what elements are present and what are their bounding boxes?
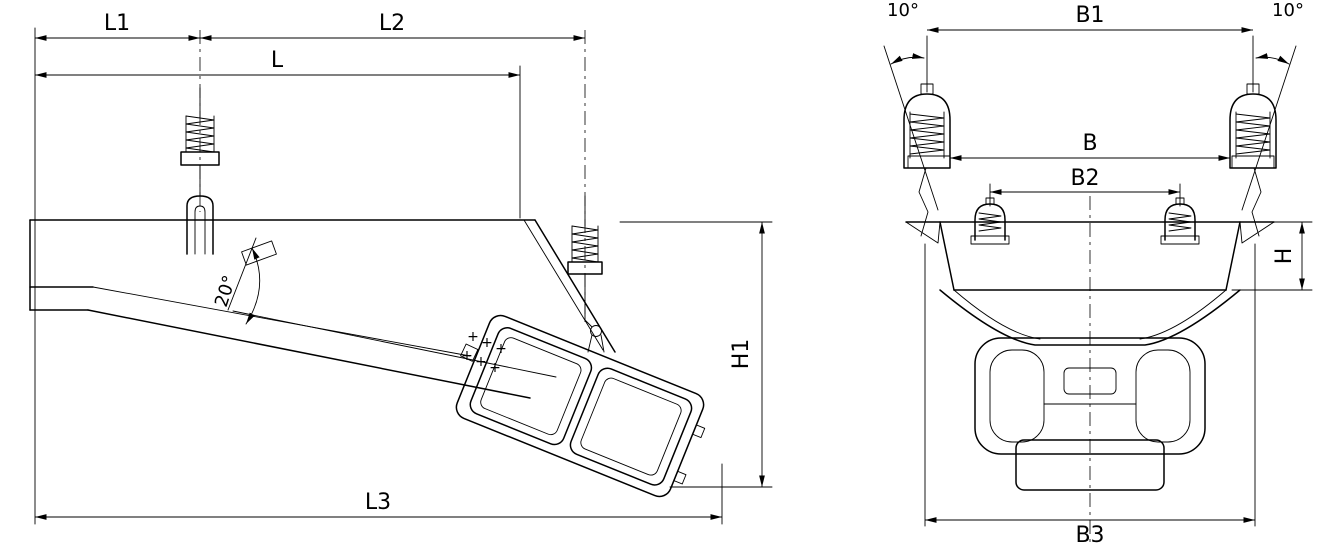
dim-label-h1: H1: [729, 339, 754, 370]
spring-coil: [571, 225, 599, 263]
callout-box: [241, 240, 277, 266]
motor-housing: [455, 314, 705, 498]
hanger-fork-outer: [186, 195, 214, 255]
hanger-spring-front: [180, 87, 220, 255]
plus-mark: +: [475, 354, 487, 370]
terminal-stud: [692, 424, 706, 439]
feeder-body-front: [905, 221, 1275, 346]
dim-label-l3: L3: [365, 490, 391, 515]
angle-annotation-10-right: 10°: [1241, 0, 1304, 211]
dim-label-b3: B3: [1075, 523, 1104, 548]
spring-block: [907, 155, 951, 169]
angle-annotation-20: 20°: [211, 237, 277, 325]
isolator-housing: [1229, 93, 1277, 169]
spring-coil: [909, 113, 945, 155]
hanger-isolator-left: [903, 83, 951, 237]
motor-housing: [974, 337, 1206, 455]
spring-coil: [1235, 113, 1271, 155]
motor-nameplate: [1063, 367, 1117, 395]
motor-lower-block: [1015, 439, 1165, 491]
motor-cover-left: [469, 327, 593, 446]
bracket-pin: [590, 325, 602, 337]
dim-label-b2: B2: [1070, 166, 1099, 191]
angle-annotation-10-left: 10°: [883, 0, 939, 211]
angle-label-20: 20°: [211, 273, 241, 310]
plus-marks: + + + + + +: [461, 329, 507, 376]
motor-unit-side: [455, 314, 706, 498]
spring-coil: [1168, 212, 1192, 232]
mount-plate: [460, 343, 479, 362]
side-view: L1 L2 L L3 H1 20°: [29, 11, 773, 525]
motor-cover-right: [569, 367, 693, 486]
spring-coil: [185, 115, 215, 153]
spring-coil: [978, 212, 1002, 232]
hull-curve: [939, 289, 1241, 346]
mount-dome: [974, 203, 1006, 241]
mount-base: [1160, 235, 1200, 245]
mount-dome: [1164, 203, 1196, 241]
motor-unit-front: [974, 337, 1206, 491]
terminal-stud: [673, 470, 687, 485]
mount-base: [970, 235, 1010, 245]
vibration-axis-line: [232, 310, 557, 378]
dim-label-l1: L1: [104, 11, 130, 36]
plus-mark: +: [495, 341, 507, 357]
dim-label-l2: L2: [379, 11, 405, 36]
hanger-spring-rear: [567, 195, 605, 353]
top-spring-mount-left: [970, 197, 1010, 245]
dim-label-l: L: [271, 48, 284, 73]
motor-end-cover-left: [989, 349, 1045, 443]
angle-label-10-right: 10°: [1272, 0, 1304, 21]
front-view: B1 B B2 B3 H 10° 10°: [883, 0, 1313, 548]
dim-label-b1: B1: [1075, 3, 1104, 28]
top-spring-mount-right: [1160, 197, 1200, 245]
motor-end-cover-right: [1135, 349, 1191, 443]
side-dimension-lines: [35, 35, 765, 520]
front-extension-lines: [924, 35, 1313, 527]
dim-label-h: H: [1272, 248, 1297, 265]
plus-mark: +: [481, 335, 493, 351]
angle-label-10-left: 10°: [887, 0, 919, 21]
hanger-isolator-right: [1229, 83, 1277, 237]
hanger-hook: [918, 167, 929, 237]
feeder-body-side: [29, 219, 616, 399]
plus-mark: +: [489, 360, 501, 376]
plus-mark: +: [461, 348, 473, 364]
spring-block: [1231, 155, 1275, 169]
front-dimension-lines: [925, 27, 1305, 523]
side-extension-lines: [34, 27, 773, 525]
isolator-housing: [903, 93, 951, 169]
hanger-hook: [1251, 167, 1262, 237]
plus-mark: +: [467, 329, 479, 345]
dim-label-b: B: [1082, 131, 1097, 156]
hanger-fork-inner: [194, 205, 206, 255]
